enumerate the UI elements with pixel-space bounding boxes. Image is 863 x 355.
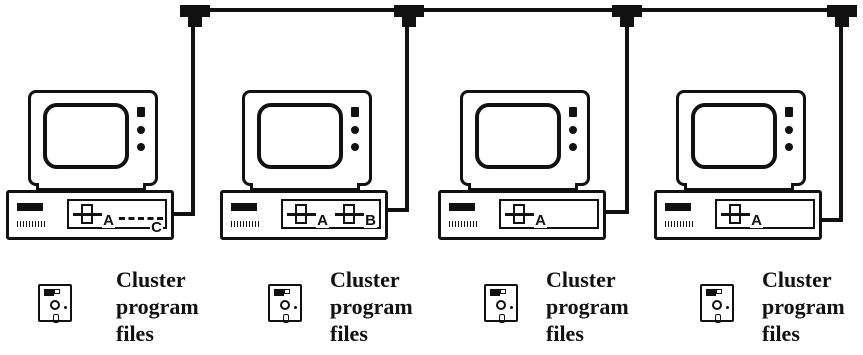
monitor-stand	[250, 183, 360, 191]
drop-cable-1	[191, 27, 195, 215]
drive-a: A	[719, 204, 763, 229]
caption-line: files	[546, 321, 584, 346]
drive-c: C	[119, 217, 163, 235]
caption-line: Cluster	[546, 267, 616, 292]
station-caption: Cluster program files	[546, 266, 666, 347]
drive-letter: C	[150, 219, 163, 236]
monitor-stand	[684, 183, 794, 191]
vent-grille	[231, 221, 259, 227]
network-bus-cable	[185, 8, 850, 12]
monitor-knobs	[351, 107, 361, 177]
drive-bays: A B	[281, 199, 381, 229]
drive-letter: A	[316, 212, 329, 229]
monitor-knobs	[137, 107, 147, 177]
system-unit: A	[438, 190, 606, 240]
drive-bays: A	[499, 199, 599, 229]
caption-line: files	[116, 321, 154, 346]
cable-tap-4	[827, 5, 857, 27]
vent-grille	[449, 221, 477, 227]
drop-link-1	[174, 212, 195, 216]
drive-a: A	[285, 204, 329, 229]
drive-letter: A	[534, 212, 547, 229]
drop-link-2	[387, 208, 409, 212]
station-caption: Cluster program files	[762, 266, 862, 347]
caption-line: Cluster	[116, 267, 186, 292]
caption-line: Cluster	[330, 267, 400, 292]
floppy-disk-icon	[484, 284, 518, 323]
caption-line: Cluster	[762, 267, 832, 292]
drive-a: A	[71, 204, 115, 229]
workstation-1: A C	[6, 90, 206, 250]
monitor-screen	[43, 103, 129, 169]
workstation-3: A	[438, 90, 638, 250]
drop-cable-3	[625, 27, 629, 213]
drop-link-4	[820, 218, 843, 222]
monitor-screen	[475, 103, 561, 169]
computer-icon	[28, 90, 158, 186]
caption-line: program	[762, 294, 845, 319]
station-caption: Cluster program files	[330, 266, 450, 347]
caption-line: files	[330, 321, 368, 346]
drop-cable-4	[839, 27, 843, 221]
drive-letter: A	[750, 212, 763, 229]
vent-grille	[665, 221, 693, 227]
floppy-disk-icon	[38, 284, 72, 323]
cable-tap-1	[180, 5, 210, 27]
caption-line: program	[330, 294, 413, 319]
monitor-stand	[36, 183, 146, 191]
drive-a: A	[503, 204, 547, 229]
system-unit: A	[654, 190, 822, 240]
drive-letter: A	[102, 212, 115, 229]
workstation-2: A B	[220, 90, 420, 250]
workstation-4: A	[654, 90, 854, 250]
computer-icon	[676, 90, 806, 186]
drive-b: B	[333, 204, 377, 229]
drop-cable-2	[405, 27, 409, 211]
brand-logo	[665, 203, 691, 211]
monitor-stand	[468, 183, 578, 191]
computer-icon	[242, 90, 372, 186]
computer-icon	[460, 90, 590, 186]
station-caption: Cluster program files	[116, 266, 236, 347]
brand-logo	[231, 203, 257, 211]
floppy-disk-icon	[700, 284, 734, 323]
caption-line: program	[546, 294, 629, 319]
monitor-screen	[257, 103, 343, 169]
drop-link-3	[605, 210, 629, 214]
floppy-disk-icon	[268, 284, 302, 323]
monitor-knobs	[785, 107, 795, 177]
vent-grille	[17, 221, 45, 227]
monitor-screen	[691, 103, 777, 169]
system-unit: A C	[6, 190, 174, 240]
caption-line: files	[762, 321, 800, 346]
brand-logo	[449, 203, 475, 211]
cable-tap-3	[612, 5, 642, 27]
monitor-knobs	[569, 107, 579, 177]
drive-letter: B	[364, 212, 377, 229]
drive-bays: A	[715, 199, 815, 229]
cable-tap-2	[394, 5, 424, 27]
caption-line: program	[116, 294, 199, 319]
system-unit: A B	[220, 190, 388, 240]
drive-bays: A C	[67, 199, 167, 235]
brand-logo	[17, 203, 43, 211]
